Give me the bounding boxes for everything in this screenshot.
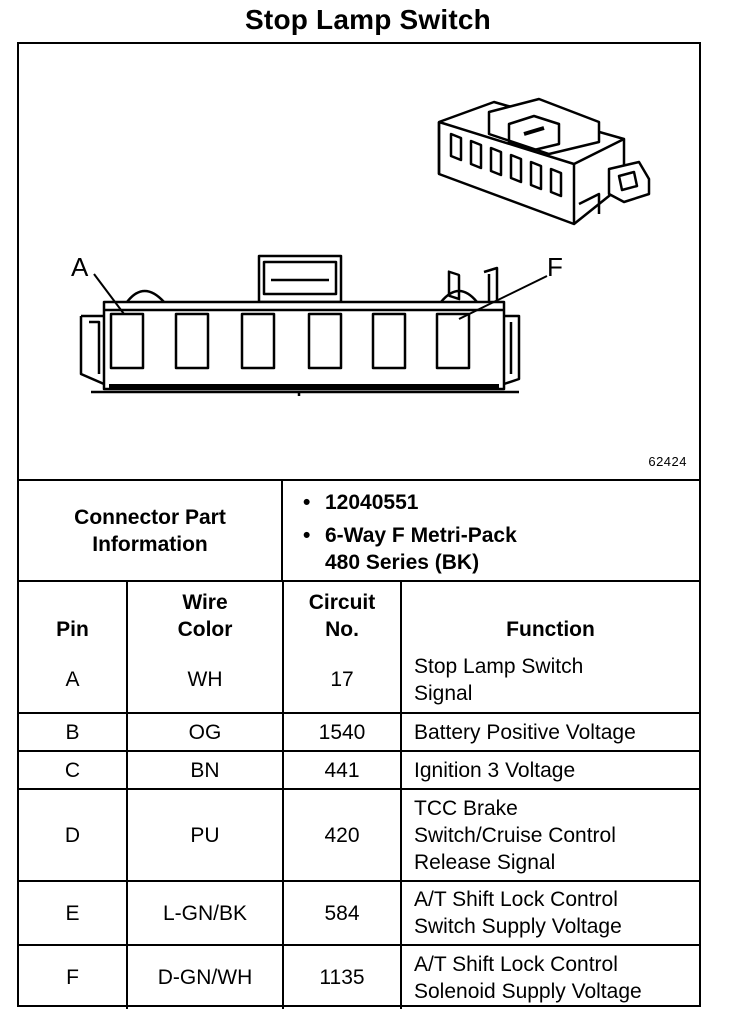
header-pin-text: Pin [56,618,89,641]
cell-function: A/T Shift Lock Control Switch Supply Vol… [400,880,699,946]
cell-pin: E [19,880,128,946]
header-function: Function [400,582,699,647]
cell-pin: A [19,647,128,714]
cell-circuit: 420 [282,788,402,882]
header-circuit: Circuit No. [282,582,402,647]
pinout-table: Pin Wire Color Circuit No. Function A WH… [19,582,699,1009]
table-row: A WH 17 Stop Lamp Switch Signal [19,647,699,714]
table-row: E L-GN/BK 584 A/T Shift Lock Control Swi… [19,880,699,946]
header-function-text: Function [506,618,595,641]
connector-info-row: Connector Part Information • 12040551 • … [19,481,699,582]
header-wire-color-line: Color [177,618,233,641]
part-number: 12040551 [325,491,419,514]
header-wire-color-line: Wire [182,591,228,614]
cell-pin: C [19,750,128,790]
function-line: Solenoid Supply Voltage [414,979,642,1003]
cell-circuit: 1135 [282,944,402,1009]
cell-pin: F [19,944,128,1009]
connector-description-line: 6-Way F Metri-Pack [325,524,517,547]
cell-wire-color: PU [126,788,284,882]
connector-description-line: 480 Series (BK) [325,551,480,574]
cell-function: TCC Brake Switch/Cruise Control Release … [400,788,699,882]
function-line: Switch Supply Voltage [414,915,622,938]
function-line: Signal [414,681,473,705]
header-wire-color: Wire Color [126,582,284,647]
cell-wire-color: WH [126,647,284,714]
function-line: Switch/Cruise Control [414,823,616,847]
cell-function: A/T Shift Lock Control Solenoid Supply V… [400,944,699,1009]
connector-info-label: Connector Part Information [19,481,283,580]
cell-function: Stop Lamp Switch Signal [400,647,699,714]
connector-info-label-line: Information [92,532,208,556]
table-header-row: Pin Wire Color Circuit No. Function [19,582,699,647]
cell-function: Battery Positive Voltage [400,712,699,752]
pin-f-callout: F [547,252,563,282]
cell-wire-color: OG [126,712,284,752]
cell-function: Ignition 3 Voltage [400,750,699,790]
connector-drawing: A F 62424 [19,44,699,481]
function-line: TCC Brake [414,796,518,820]
function-line: A/T Shift Lock Control [414,888,618,911]
cell-wire-color: D-GN/WH [126,944,284,1009]
cell-circuit: 1540 [282,712,402,752]
connector-isometric-view [437,97,651,301]
connector-illustration [79,97,651,396]
figure-number: 62424 [648,454,687,469]
function-line: Stop Lamp Switch [414,654,584,678]
pin-a-callout: A [71,252,89,282]
cell-wire-color: BN [126,750,284,790]
function-line: A/T Shift Lock Control [414,952,618,976]
function-line: Release Signal [414,850,556,874]
function-line: Ignition 3 Voltage [414,758,576,782]
description-item: • 6-Way F Metri-Pack 480 Series (BK) [303,522,517,576]
part-number-item: • 12040551 [303,489,419,516]
connector-face-view [79,254,548,396]
connector-info-label-line: Connector Part [74,505,226,529]
bullet-icon: • [303,524,311,547]
table-row: D PU 420 TCC Brake Switch/Cruise Control… [19,788,699,882]
header-pin: Pin [19,582,128,647]
page-title: Stop Lamp Switch [245,4,491,35]
bullet-icon: • [303,491,311,514]
connector-info-value: • 12040551 • 6-Way F Metri-Pack 480 Seri… [283,481,699,580]
document-frame: A F 62424 Connector Part Information • 1… [17,42,701,1009]
table-row: F D-GN/WH 1135 A/T Shift Lock Control So… [19,944,699,1009]
cell-circuit: 17 [282,647,402,714]
cell-pin: B [19,712,128,752]
function-line: Battery Positive Voltage [414,720,636,744]
table-row: B OG 1540 Battery Positive Voltage [19,712,699,752]
cell-circuit: 584 [282,880,402,946]
header-circuit-line: Circuit [308,591,376,614]
cell-pin: D [19,788,128,882]
header-circuit-line: No. [325,618,359,641]
cell-circuit: 441 [282,750,402,790]
table-row: C BN 441 Ignition 3 Voltage [19,750,699,790]
cell-wire-color: L-GN/BK [126,880,284,946]
